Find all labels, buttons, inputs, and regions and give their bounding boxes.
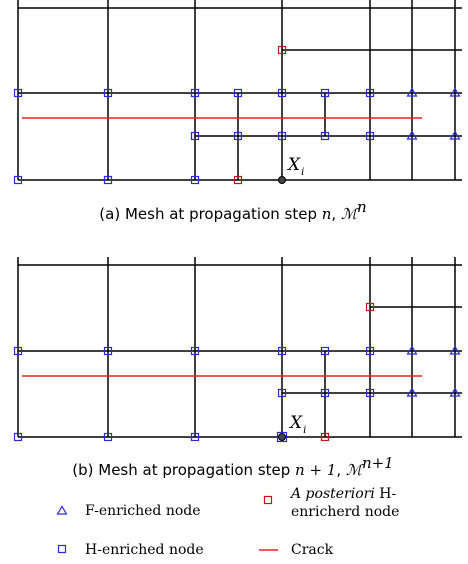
posteriori-node bbox=[320, 432, 330, 442]
h-enriched-node bbox=[320, 388, 330, 398]
h-enriched-node bbox=[190, 346, 200, 356]
legend-f-enriched-label: F-enriched node bbox=[85, 503, 201, 519]
h-enriched-node bbox=[13, 432, 23, 442]
legend: F-enriched node H-enriched node A poster… bbox=[56, 486, 399, 558]
h-enriched-node bbox=[320, 346, 330, 356]
h-enriched-node bbox=[277, 131, 287, 141]
panel-b-h-nodes bbox=[13, 346, 375, 443]
panel-b-mesh bbox=[17, 257, 462, 438]
h-enriched-node bbox=[103, 346, 113, 356]
h-enriched-node bbox=[320, 88, 330, 98]
f-enriched-node bbox=[449, 345, 461, 355]
panel-b: Xi (b) Mesh at propagation step n + 1, ℳ… bbox=[13, 257, 462, 479]
panel-b-posteriori-nodes bbox=[320, 302, 375, 442]
panel-a-xi-label: Xi bbox=[286, 155, 304, 178]
h-enriched-node bbox=[276, 431, 288, 443]
legend-posteriori-label-line2: enricherd node bbox=[291, 504, 399, 520]
h-enriched-node bbox=[190, 131, 200, 141]
h-enriched-node bbox=[233, 131, 243, 141]
h-enriched-node bbox=[13, 175, 23, 185]
legend-f-enriched-icon bbox=[56, 505, 68, 515]
panel-b-caption: (b) Mesh at propagation step n + 1, ℳn+1 bbox=[72, 454, 393, 479]
f-enriched-node bbox=[449, 387, 461, 397]
h-enriched-node bbox=[13, 346, 23, 356]
f-enriched-node bbox=[449, 130, 461, 140]
h-enriched-node bbox=[277, 388, 287, 398]
h-enriched-node bbox=[277, 346, 287, 356]
h-enriched-node bbox=[365, 131, 375, 141]
posteriori-node bbox=[277, 45, 287, 55]
panel-b-node-xi bbox=[278, 433, 286, 441]
h-enriched-node bbox=[277, 88, 287, 98]
f-enriched-node bbox=[406, 387, 418, 397]
h-enriched-node bbox=[103, 432, 113, 442]
f-enriched-node bbox=[406, 345, 418, 355]
panel-a-f-nodes bbox=[406, 87, 461, 140]
h-enriched-node bbox=[320, 131, 330, 141]
h-enriched-node bbox=[365, 346, 375, 356]
posteriori-node bbox=[233, 175, 243, 185]
panel-a-caption: (a) Mesh at propagation step n, ℳn bbox=[99, 198, 366, 223]
panel-a-h-nodes bbox=[13, 88, 375, 185]
h-enriched-node bbox=[365, 88, 375, 98]
panel-a-node-xi bbox=[278, 176, 286, 184]
h-enriched-node bbox=[103, 88, 113, 98]
panel-b-f-nodes bbox=[406, 345, 461, 397]
f-enriched-node bbox=[449, 87, 461, 97]
posteriori-node bbox=[365, 302, 375, 312]
legend-posteriori-label-line1: A posteriori H- bbox=[289, 486, 396, 502]
h-enriched-node bbox=[190, 432, 200, 442]
panel-a-posteriori-nodes bbox=[233, 45, 287, 185]
h-enriched-node bbox=[190, 88, 200, 98]
legend-h-enriched-label: H-enriched node bbox=[85, 542, 204, 558]
f-enriched-node bbox=[406, 87, 418, 97]
h-enriched-node bbox=[365, 388, 375, 398]
h-enriched-node bbox=[190, 175, 200, 185]
h-enriched-node bbox=[233, 88, 243, 98]
h-enriched-node bbox=[13, 88, 23, 98]
h-enriched-node bbox=[103, 175, 113, 185]
legend-posteriori-icon bbox=[263, 495, 273, 505]
panel-b-xi-label: Xi bbox=[288, 413, 306, 436]
legend-h-enriched-icon bbox=[57, 544, 67, 554]
panel-a: Xi (a) Mesh at propagation step n, ℳn bbox=[13, 0, 462, 223]
legend-crack-label: Crack bbox=[291, 542, 334, 558]
f-enriched-node bbox=[406, 130, 418, 140]
